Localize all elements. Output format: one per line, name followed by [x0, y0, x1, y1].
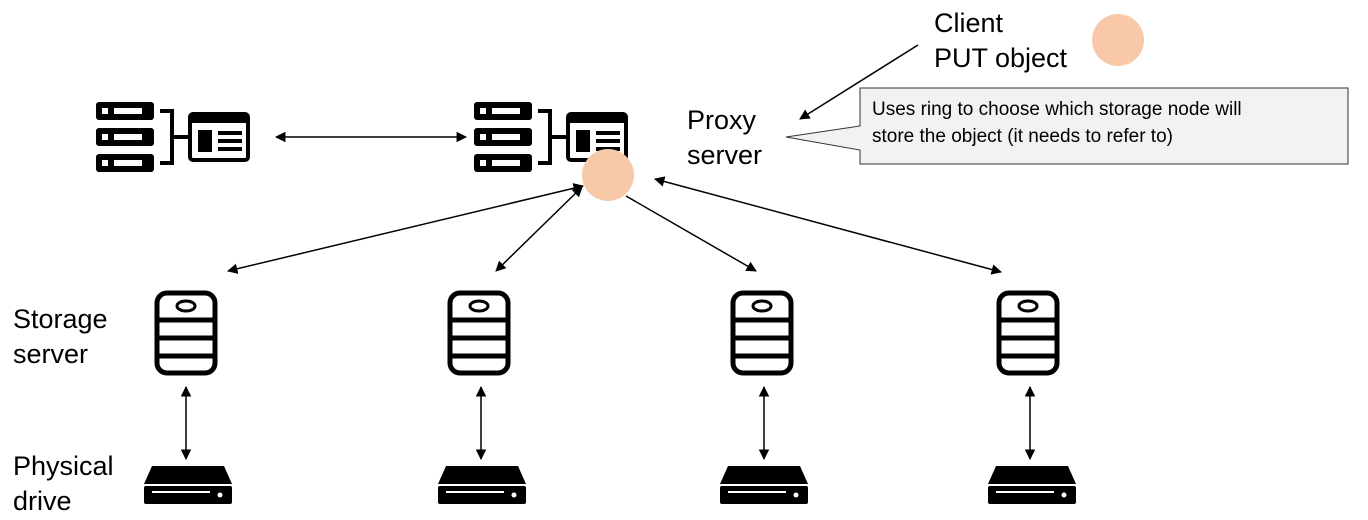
storage-server-label: Storage server	[13, 302, 108, 372]
proxy-label-line1: Proxy	[687, 105, 757, 135]
callout-box	[785, 87, 1349, 165]
storage-server-icon-4	[999, 293, 1057, 373]
proxy-label: Proxy server	[687, 103, 762, 173]
proxy-server-icon-left	[94, 100, 250, 174]
drive-label-line2: drive	[13, 486, 72, 516]
storage-label-line1: Storage	[13, 304, 108, 334]
object-dot-proxy	[582, 149, 634, 201]
client-label-line1: Client	[934, 8, 1004, 38]
proxy-to-storage-arrow-4	[653, 176, 1003, 275]
client-label-line2: PUT object	[934, 43, 1068, 73]
client-label: Client PUT object	[934, 6, 1067, 76]
object-dot-client	[1092, 14, 1144, 66]
callout-line2: store the object (it needs to refer to)	[872, 126, 1173, 147]
callout-text: Uses ring to choose which storage node w…	[872, 96, 1242, 150]
proxy-to-storage-arrow-1	[226, 183, 585, 274]
drive-icon-4	[987, 465, 1077, 505]
client-to-proxy-arrow	[799, 44, 919, 120]
drive-icon-3	[719, 465, 809, 505]
storage-server-icon-2	[450, 293, 508, 373]
proxy-label-line2: server	[687, 140, 763, 170]
drive-icon-2	[437, 465, 527, 505]
storage-label-line2: server	[13, 339, 89, 369]
proxy-to-storage-arrow-2	[495, 186, 583, 272]
drive-icon-1	[143, 465, 233, 505]
proxy-to-storage-arrow-3	[625, 195, 757, 272]
storage-server-icon-1	[157, 293, 215, 373]
storage-server-icon-3	[733, 293, 791, 373]
callout-line1: Uses ring to choose which storage node w…	[872, 99, 1242, 120]
drive-label-line1: Physical	[13, 451, 114, 481]
physical-drive-label: Physical drive	[13, 449, 114, 519]
